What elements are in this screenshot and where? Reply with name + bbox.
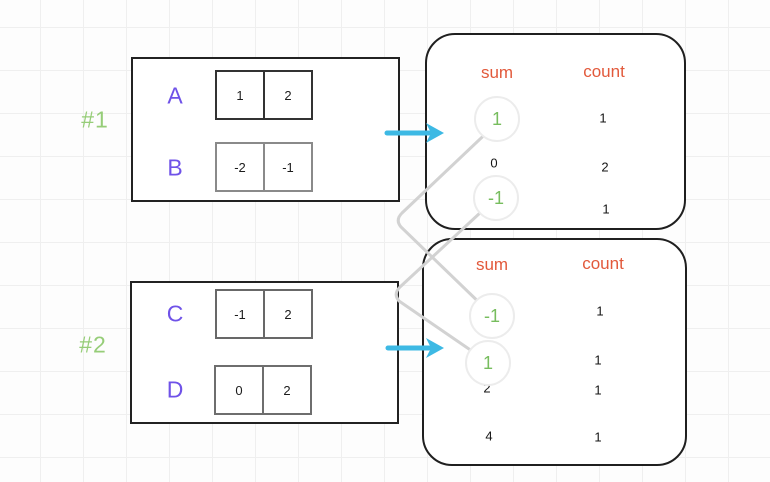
array-a-cell-1: 2 [263,70,313,120]
table1-count-header: count [583,62,625,81]
array-c-cell-1: 2 [263,289,313,339]
array-c-cells: -1 2 [215,289,313,339]
array-b-label: B [167,154,183,181]
table2-row2-count: 1 [594,352,602,368]
table2-row4-sum: 4 [485,428,493,444]
table2-row3-count: 1 [594,382,602,398]
group1-box: A 1 2 B -2 -1 [131,57,400,202]
array-b-cell-0: -2 [215,142,265,192]
group1-label: #1 [81,106,109,133]
table1-row3-count: 1 [602,201,610,217]
table1-row1-sum-highlight: 1 [474,96,520,142]
array-a-cells: 1 2 [215,70,313,120]
array-b-cells: -2 -1 [215,142,313,192]
array-a-label: A [167,82,183,109]
table2-sum-header: sum [475,255,509,274]
table2-count-header: count [582,254,624,273]
array-c-label: C [166,300,184,327]
table2-row1-count: 1 [596,303,604,319]
table2-row3-sum: 2 [483,380,491,396]
table1-row2-count: 2 [601,159,609,175]
table2-row4-count: 1 [594,429,602,445]
array-d-cell-1: 2 [262,365,312,415]
group2-box: C -1 2 D 0 2 [130,281,399,424]
table2-row2-sum-highlight: 1 [465,340,511,386]
table2-row1-sum-highlight: -1 [469,293,515,339]
group2-label: #2 [79,331,107,358]
array-c-cell-0: -1 [215,289,265,339]
sum-count-table-2 [422,238,687,466]
array-d-cells: 0 2 [214,365,312,415]
table1-row2-sum: 0 [490,155,498,171]
array-d-label: D [166,376,184,403]
table1-row3-sum-highlight: -1 [473,175,519,221]
array-d-cell-0: 0 [214,365,264,415]
array-a-cell-0: 1 [215,70,265,120]
array-b-cell-1: -1 [263,142,313,192]
table1-row1-count: 1 [599,110,607,126]
sum-count-table-1 [425,33,686,230]
table1-sum-header: sum [480,63,514,82]
